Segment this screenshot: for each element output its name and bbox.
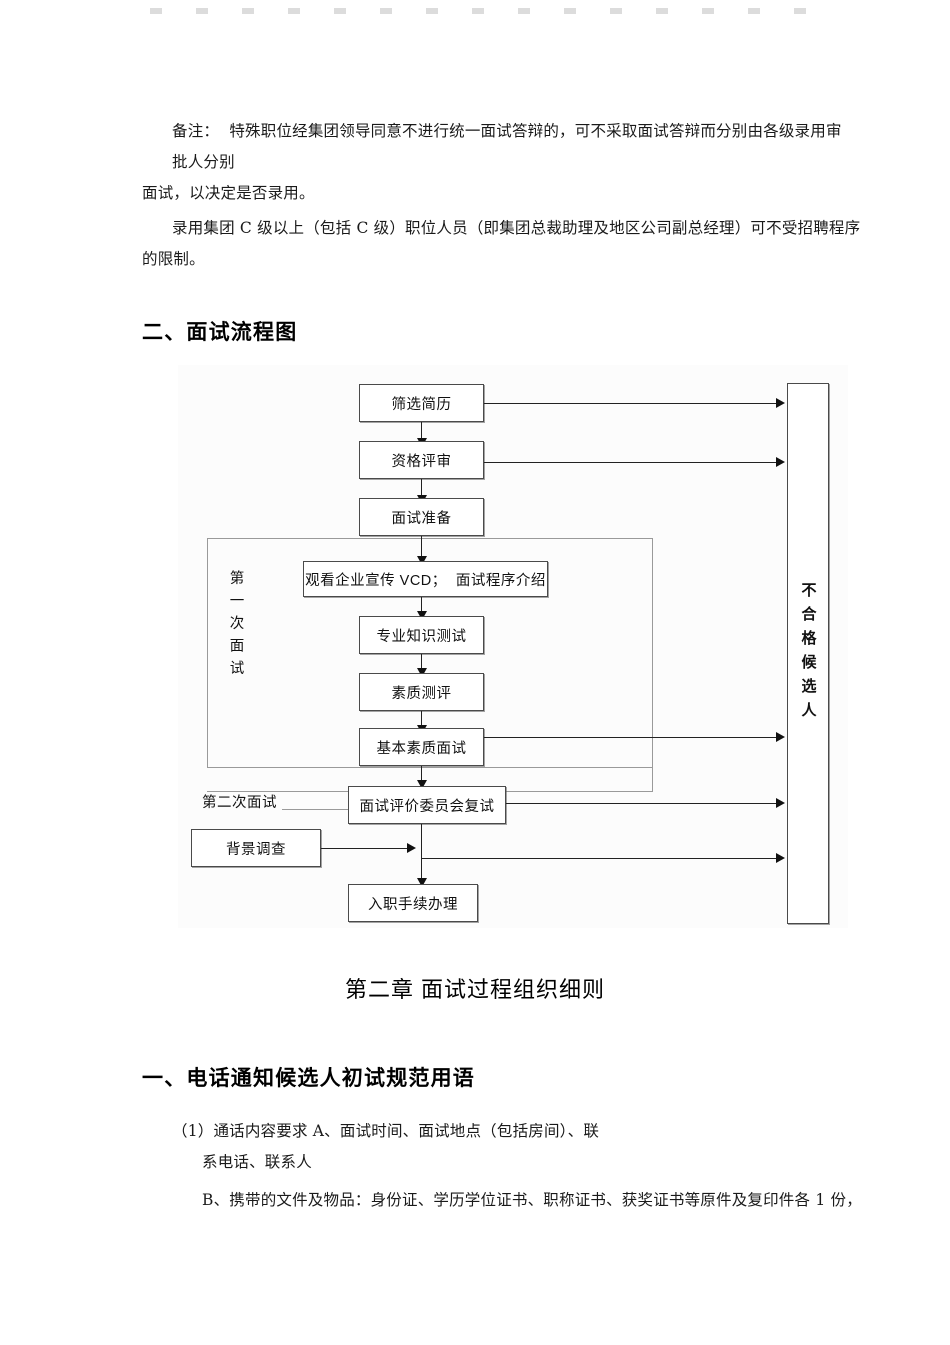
leader-line-second-interview <box>282 809 355 810</box>
node-basic-quality-interview[interactable]: 基本素质面试 <box>359 728 484 766</box>
interview-process-flowchart: 第一次面试 筛选简历 资格评审 面试准备 观看企业宣传 VCD； 面试程序介绍 … <box>178 365 848 928</box>
connector-quality-to-basic <box>421 711 422 733</box>
list-item-1-line2: 系电话、联系人 <box>202 1153 312 1171</box>
list-item-1-line1: （1）通话内容要求 A、面试时间、面试地点（包括房间）、联 <box>172 1122 600 1140</box>
reject-connector-committee <box>506 803 778 804</box>
group-label-second-interview: 第二次面试 <box>202 795 277 811</box>
group-frame-stub-vertical <box>652 768 653 791</box>
group-frame-first-interview <box>207 538 653 768</box>
paragraph-note-line4: 录用集团 C 级以上（包括 C 级）职位人员（即集团总裁助理及地区公司副总经理）… <box>172 219 861 237</box>
list-item-1-line3: B、携带的文件及物品：身份证、学历学位证书、职称证书、获奖证书等原件及复印件各 … <box>202 1191 862 1209</box>
reject-connector-junction <box>421 858 778 859</box>
arrowhead-basic-to-committee <box>417 780 427 789</box>
connector-vcd-to-professional <box>421 597 422 619</box>
arrowhead-prep-to-vcd <box>417 556 427 565</box>
connector-background-to-junction <box>321 848 413 849</box>
node-rejected-candidates[interactable]: 不合格候选人 <box>787 383 829 924</box>
paragraph-note-line1: 备注： 特殊职位经集团领导同意不进行统一面试答辩的，可不采取面试答辩而分别由各级… <box>172 122 842 140</box>
node-professional-test[interactable]: 专业知识测试 <box>359 616 484 654</box>
chapter-title: 第二章 面试过程组织细则 <box>344 977 606 1002</box>
node-resume-screen[interactable]: 筛选简历 <box>359 384 484 422</box>
reject-connector-resume <box>484 403 778 404</box>
paragraph-note-line3: 面试，以决定是否录用。 <box>142 184 315 202</box>
reject-arrowhead-junction <box>776 853 785 863</box>
heading-phone-section: 一、电话通知候选人初试规范用语 <box>142 1067 475 1090</box>
heading-flowchart-section: 二、面试流程图 <box>142 321 298 344</box>
node-qualification-review[interactable]: 资格评审 <box>359 441 484 479</box>
connector-resume-to-qualification <box>421 422 422 446</box>
connector-committee-to-onboarding <box>421 824 422 887</box>
connector-professional-to-quality <box>421 654 422 676</box>
group-label-first-interview: 第一次面试 <box>227 570 244 683</box>
reject-arrowhead-basic-interview <box>776 732 785 742</box>
connector-basic-to-committee <box>421 766 422 789</box>
arrowhead-committee-to-onboarding <box>417 878 427 887</box>
paragraph-note-line2: 批人分别 <box>172 153 235 171</box>
arrowhead-vcd-to-professional <box>417 611 427 620</box>
reject-connector-basic-interview <box>484 737 778 738</box>
reject-connector-qualification <box>484 462 778 463</box>
node-quality-assessment[interactable]: 素质测评 <box>359 673 484 711</box>
node-onboarding[interactable]: 入职手续办理 <box>348 884 478 922</box>
reject-arrowhead-resume <box>776 398 785 408</box>
reject-arrowhead-qualification <box>776 457 785 467</box>
arrowhead-background-to-junction <box>407 843 416 853</box>
paragraph-note-line5: 的限制。 <box>142 250 205 268</box>
connector-prep-to-vcd <box>421 536 422 564</box>
node-vcd-intro[interactable]: 观看企业宣传 VCD； 面试程序介绍 <box>303 561 548 597</box>
connector-qualification-to-prep <box>421 479 422 503</box>
node-rejected-candidates-label: 不合格候选人 <box>799 581 817 726</box>
node-background-check[interactable]: 背景调查 <box>191 829 321 867</box>
node-interview-prep[interactable]: 面试准备 <box>359 498 484 536</box>
node-committee-reinterview[interactable]: 面试评价委员会复试 <box>348 786 506 824</box>
top-edge-artifact <box>150 8 810 14</box>
reject-arrowhead-committee <box>776 798 785 808</box>
arrowhead-professional-to-quality <box>417 668 427 677</box>
